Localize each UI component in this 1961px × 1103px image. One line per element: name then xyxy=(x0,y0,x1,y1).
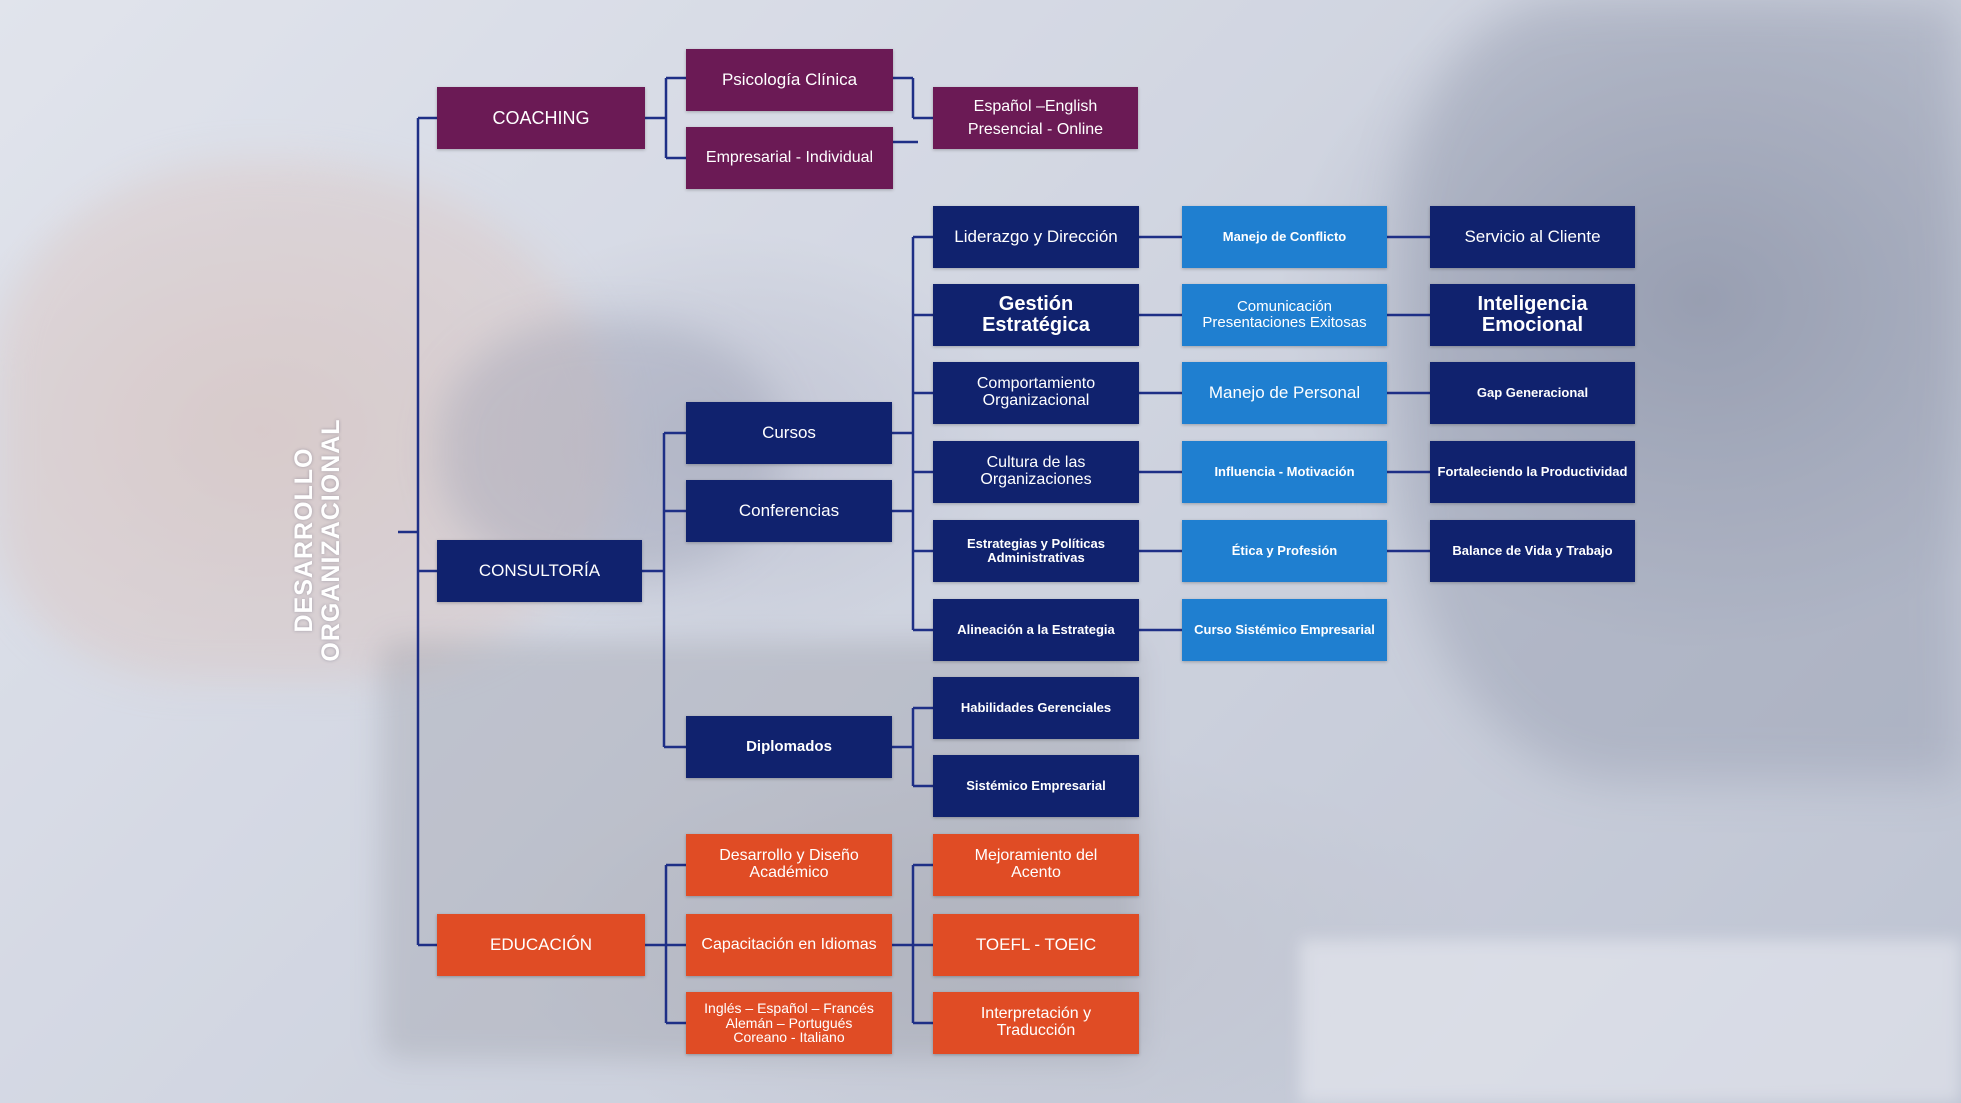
fortaleciendo-node[interactable]: Fortaleciendo la Productividad xyxy=(1430,441,1635,503)
toefl-toeic-node[interactable]: TOEFL - TOEIC xyxy=(933,914,1139,976)
cursos-node[interactable]: Cursos xyxy=(686,402,892,464)
gap-generacional-node[interactable]: Gap Generacional xyxy=(1430,362,1635,424)
desarrollo-diseno-node[interactable]: Desarrollo y Diseño Académico xyxy=(686,834,892,896)
cultura-node[interactable]: Cultura de las Organizaciones xyxy=(933,441,1139,503)
sistemico-empresarial-node[interactable]: Sistémico Empresarial xyxy=(933,755,1139,817)
consultoria-node[interactable]: CONSULTORÍA xyxy=(437,540,642,602)
mejoramiento-acento-node[interactable]: Mejoramiento del Acento xyxy=(933,834,1139,896)
liderazgo-node[interactable]: Liderazgo y Dirección xyxy=(933,206,1139,268)
estrategias-node[interactable]: Estrategias y Políticas Administrativas xyxy=(933,520,1139,582)
influencia-node[interactable]: Influencia - Motivación xyxy=(1182,441,1387,503)
curso-sistemico-node[interactable]: Curso Sistémico Empresarial xyxy=(1182,599,1387,661)
comportamiento-node[interactable]: Comportamiento Organizacional xyxy=(933,362,1139,424)
interpretacion-node[interactable]: Interpretación y Traducción xyxy=(933,992,1139,1054)
idiomas-lista-node[interactable]: Inglés – Español – Francés Alemán – Port… xyxy=(686,992,892,1054)
coaching-node[interactable]: COACHING xyxy=(437,87,645,149)
diplomados-node[interactable]: Diplomados xyxy=(686,716,892,778)
capacitacion-idiomas-node[interactable]: Capacitación en Idiomas xyxy=(686,914,892,976)
gestion-estrategica-node[interactable]: Gestión Estratégica xyxy=(933,284,1139,346)
inteligencia-emocional-node[interactable]: Inteligencia Emocional xyxy=(1430,284,1635,346)
educacion-node[interactable]: EDUCACIÓN xyxy=(437,914,645,976)
etica-node[interactable]: Ética y Profesión xyxy=(1182,520,1387,582)
root-title: DESARROLLO ORGANIZACIONAL xyxy=(289,418,346,662)
servicio-cliente-node[interactable]: Servicio al Cliente xyxy=(1430,206,1635,268)
habilidades-gerenciales-node[interactable]: Habilidades Gerenciales xyxy=(933,677,1139,739)
empresarial-individual-node[interactable]: Empresarial - Individual xyxy=(686,127,893,189)
manejo-conflicto-node[interactable]: Manejo de Conflicto xyxy=(1182,206,1387,268)
manejo-personal-node[interactable]: Manejo de Personal xyxy=(1182,362,1387,424)
balance-node[interactable]: Balance de Vida y Trabajo xyxy=(1430,520,1635,582)
psicologia-clinica-node[interactable]: Psicología Clínica xyxy=(686,49,893,111)
coaching-languages-node[interactable]: Español –English Presencial - Online xyxy=(933,87,1138,149)
alineacion-node[interactable]: Alineación a la Estrategia xyxy=(933,599,1139,661)
conferencias-node[interactable]: Conferencias xyxy=(686,480,892,542)
comunicacion-node[interactable]: Comunicación Presentaciones Exitosas xyxy=(1182,284,1387,346)
